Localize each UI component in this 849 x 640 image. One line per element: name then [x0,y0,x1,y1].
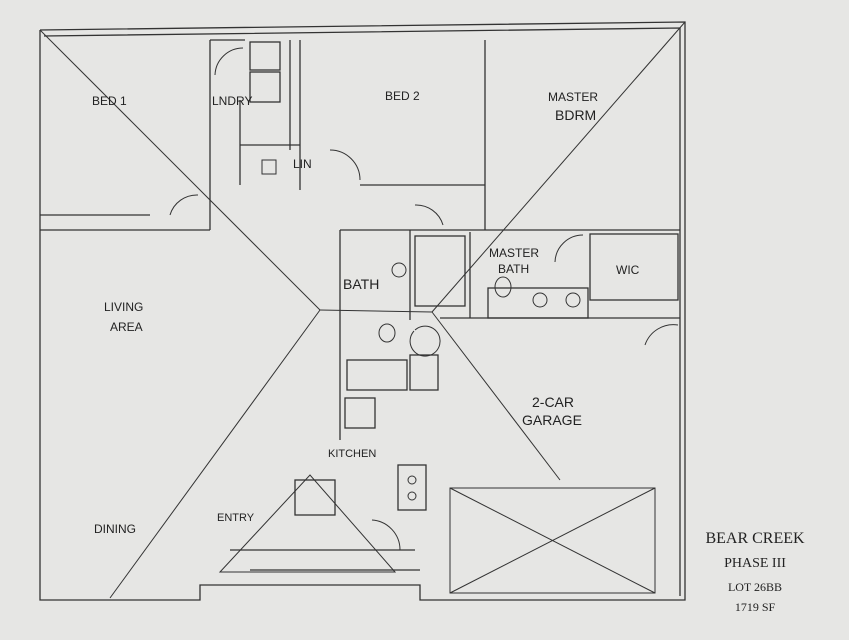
room-label-living-line1: LIVING [104,300,144,314]
room-label-bed2: BED 2 [385,89,420,103]
room-label-wic: WIC [616,263,640,277]
room-label-dining: DINING [94,522,136,536]
room-label-kitchen: KITCHEN [328,448,377,460]
door-swings [169,47,679,551]
room-label-garage-line2: GARAGE [522,412,582,428]
room-label-bath: BATH [343,276,380,292]
room-label-laundry: LNDRY [212,94,253,108]
room-label-linen: LIN [293,157,312,171]
room-label-garage-line1: 2-CAR [532,394,575,410]
project-phase: PHASE III [724,556,786,571]
room-label-master-bath-line1: MASTER [489,246,540,260]
square-footage: 1719 SF [734,600,776,614]
lot-number: LOT 26BB [727,580,783,594]
room-label-master-line2: BDRM [555,107,597,123]
room-label-bed1: BED 1 [92,94,127,108]
room-label-entry: ENTRY [217,512,255,524]
interior-walls [40,39,680,571]
room-label-master-bath-line2: BATH [498,262,530,276]
roof-hip-lines [39,21,686,599]
project-name: BEAR CREEK [705,530,805,547]
room-label-living-line2: AREA [110,320,143,334]
room-label-master-line1: MASTER [548,90,599,104]
fixtures [261,159,581,501]
